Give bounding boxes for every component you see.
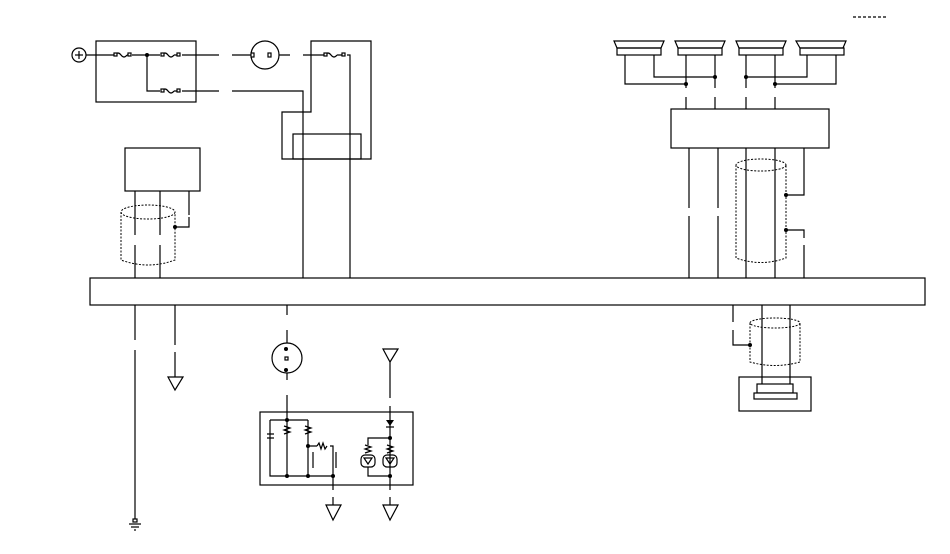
ground-icon xyxy=(129,518,141,531)
lamp-icon xyxy=(382,454,398,468)
fuse-icon xyxy=(160,52,181,58)
ground-triangle-icon xyxy=(166,376,185,392)
junction-block xyxy=(232,40,372,278)
audio-unit xyxy=(670,108,830,278)
switch-connector-icon xyxy=(232,40,290,70)
coil-icon xyxy=(303,425,313,435)
speaker-group xyxy=(613,40,847,109)
connector-icon xyxy=(271,342,303,374)
shield-icon xyxy=(749,317,801,366)
coil-icon xyxy=(385,444,395,454)
ground-triangle-icon xyxy=(382,504,399,522)
shield-icon xyxy=(120,204,176,266)
capacitor-icon xyxy=(267,433,274,439)
speaker-icon xyxy=(613,40,665,56)
harness-bus xyxy=(89,277,926,306)
shield-icon xyxy=(735,158,787,263)
speaker-icon xyxy=(735,40,787,56)
fuse-icon xyxy=(160,88,181,94)
ground-circuit-left xyxy=(129,305,185,531)
fuse-icon xyxy=(113,52,132,58)
left-module xyxy=(120,147,201,278)
control-unit xyxy=(259,305,414,522)
resistor-icon xyxy=(316,441,328,451)
relay-contact-icon xyxy=(312,452,337,468)
power-triangle-icon xyxy=(381,348,400,364)
ground-triangle-icon xyxy=(325,504,342,522)
battery-positive-icon xyxy=(71,47,87,63)
coil-icon xyxy=(363,444,373,454)
speaker-icon xyxy=(674,40,726,56)
lamp-icon xyxy=(360,454,376,468)
diode-icon xyxy=(386,420,394,426)
coil-icon xyxy=(282,425,292,435)
antenna-connector xyxy=(732,305,812,412)
fuse-box xyxy=(86,40,219,103)
speaker-icon xyxy=(794,40,847,56)
